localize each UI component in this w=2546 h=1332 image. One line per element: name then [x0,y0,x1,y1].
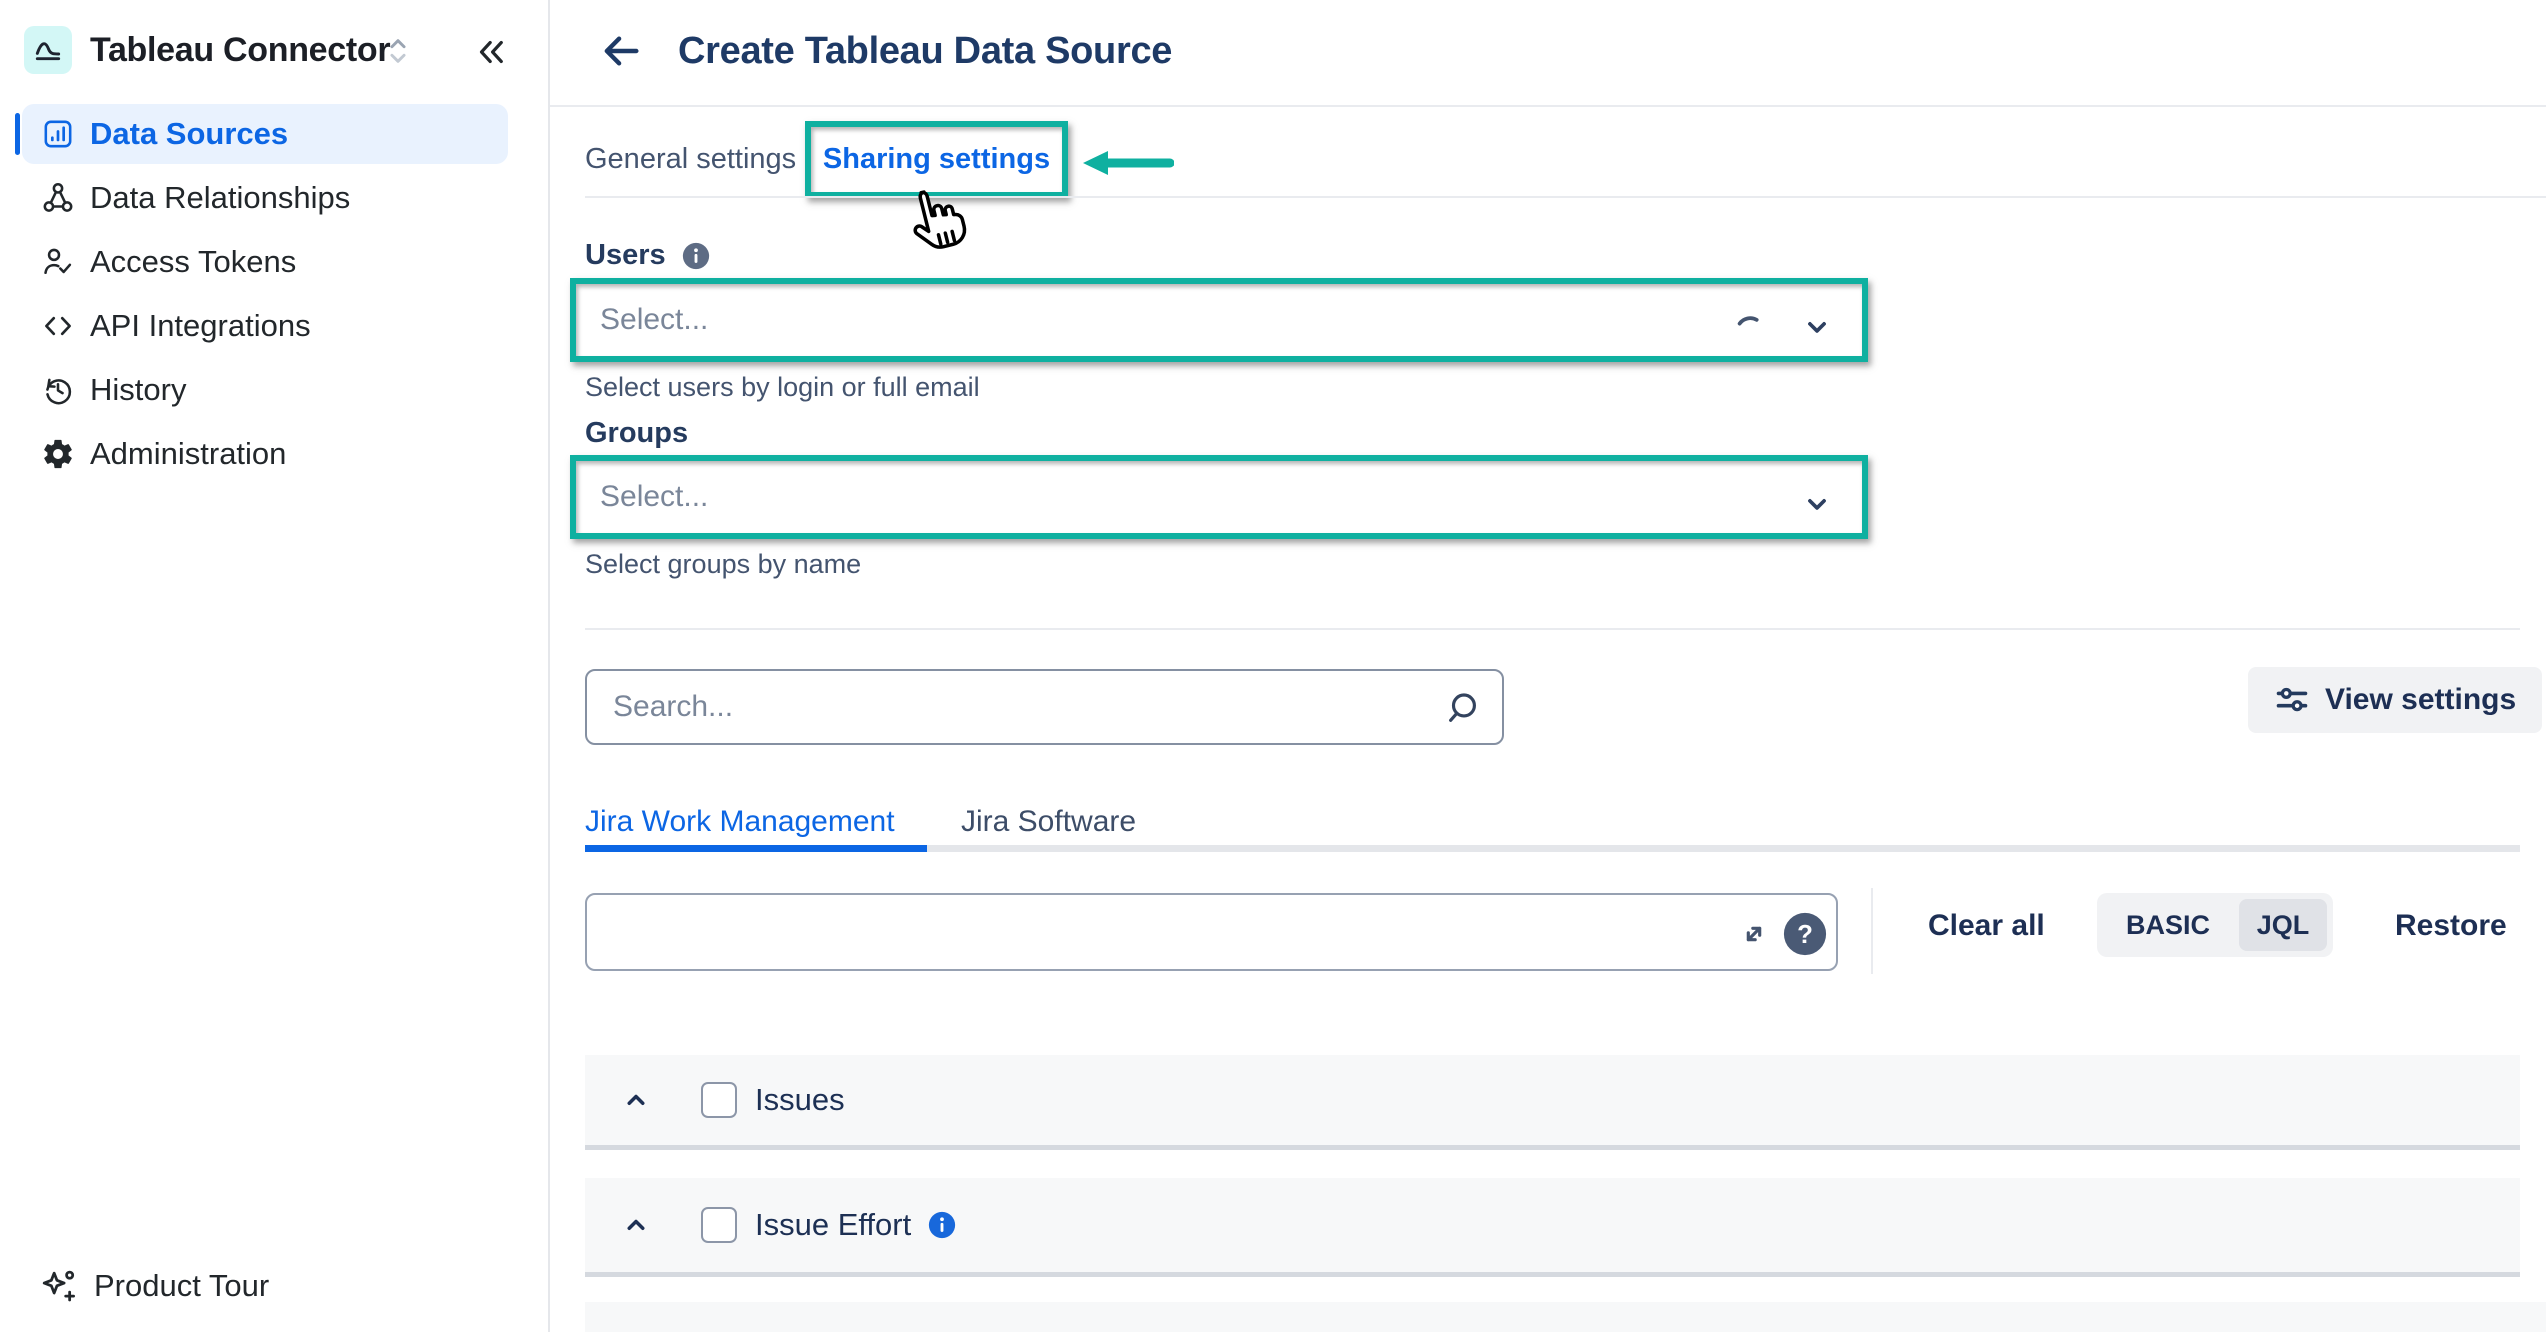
collapse-section-icon[interactable] [621,1085,651,1115]
svg-text:?: ? [1797,921,1813,949]
help-icon[interactable]: ? [1782,911,1828,957]
sliders-icon [2276,687,2308,712]
sidebar-item-label: History [90,372,187,407]
sidebar-item-label: Administration [90,436,287,471]
product-tour-button[interactable]: Product Tour [41,1262,269,1310]
clear-all-button[interactable]: Clear all [1928,909,2045,942]
annotation-box-sharing-tab: Sharing settings [805,121,1068,198]
section-label: Issues [755,1082,845,1117]
annotation-arrow-icon [1083,151,1174,175]
groups-select[interactable]: Select... [570,455,1868,539]
search-box [585,669,1504,745]
bar-chart-icon [44,120,72,148]
code-icon [45,316,71,336]
section-label: Issue Effort [755,1207,912,1242]
chart-line-icon [35,42,61,61]
collapse-sidebar-icon[interactable] [472,33,510,71]
app-title: Tableau Connector [90,30,391,69]
sidebar-item-label: Data Sources [90,116,289,151]
app-switcher-icon[interactable] [383,34,413,68]
users-select-placeholder: Select... [600,303,709,336]
tab-jira-work-management[interactable]: Jira Work Management [585,805,895,838]
tab-sharing-settings[interactable]: Sharing settings [822,143,1051,175]
hand-cursor-icon [913,190,967,249]
users-helper-text: Select users by login or full email [585,372,980,402]
sidebar-item-administration[interactable]: Administration [0,422,548,486]
sidebar-item-api-integrations[interactable]: API Integrations [0,294,548,358]
info-icon[interactable] [681,241,711,271]
back-arrow-icon[interactable] [598,28,644,74]
tabs-underline [585,196,2546,198]
expand-icon[interactable] [1736,916,1772,952]
sidebar-item-label: Access Tokens [90,244,297,279]
restore-button[interactable]: Restore [2395,909,2507,942]
search-icon [1449,693,1476,722]
chevron-down-icon [1808,499,1826,510]
basic-mode-button[interactable]: BASIC [2125,909,2210,940]
section-row-issues: Issues [585,1055,2520,1150]
jql-input[interactable]: ? [585,893,1838,971]
chevron-down-icon [1808,322,1826,333]
groups-helper-text: Select groups by name [585,549,862,579]
header-divider [550,105,2546,107]
gear-icon [44,439,72,469]
tab-track [927,845,2520,852]
info-icon[interactable] [927,1210,957,1240]
issues-checkbox[interactable] [701,1082,737,1118]
page-title: Create Tableau Data Source [678,29,1173,72]
view-settings-label: View settings [2325,683,2517,716]
collapse-section-icon[interactable] [621,1210,651,1240]
history-clock-icon [46,378,72,405]
section-row-issue-effort: Issue Effort [585,1178,2520,1277]
sidebar-item-data-relationships[interactable]: Data Relationships [0,166,548,230]
view-settings-button[interactable]: View settings [2248,667,2543,733]
app-logo [24,26,72,74]
loading-spinner-icon [1737,316,1759,326]
sidebar: Tableau Connector Data Sources [0,0,550,1332]
groups-label: Groups [585,417,689,449]
user-check-icon [44,248,72,275]
section-divider [585,628,2520,630]
sidebar-item-access-tokens[interactable]: Access Tokens [0,230,548,294]
sidebar-item-label: API Integrations [90,308,311,343]
sidebar-item-label: Data Relationships [90,180,351,215]
section-row-partial [585,1302,2546,1332]
users-label-row: Users [585,239,711,272]
sidebar-item-history[interactable]: History [0,358,548,422]
relationships-icon [43,182,73,212]
active-tab-indicator [585,845,927,852]
tab-general-settings[interactable]: General settings [585,142,797,175]
query-mode-toggle: BASIC JQL [2097,893,2333,957]
sidebar-menu: Data Sources Data Relationships Access T… [0,102,548,486]
vertical-divider [1871,888,1873,974]
users-select[interactable]: Select... [570,278,1868,362]
search-input[interactable] [587,689,1415,725]
jql-mode-button[interactable]: JQL [2239,899,2327,951]
issue-effort-checkbox[interactable] [701,1207,737,1243]
tab-jira-software[interactable]: Jira Software [961,805,1137,838]
users-label: Users [585,239,666,271]
product-tour-label: Product Tour [94,1268,270,1303]
sidebar-item-data-sources[interactable]: Data Sources [0,102,548,166]
sparkles-icon [42,1270,75,1302]
groups-select-placeholder: Select... [600,480,709,513]
